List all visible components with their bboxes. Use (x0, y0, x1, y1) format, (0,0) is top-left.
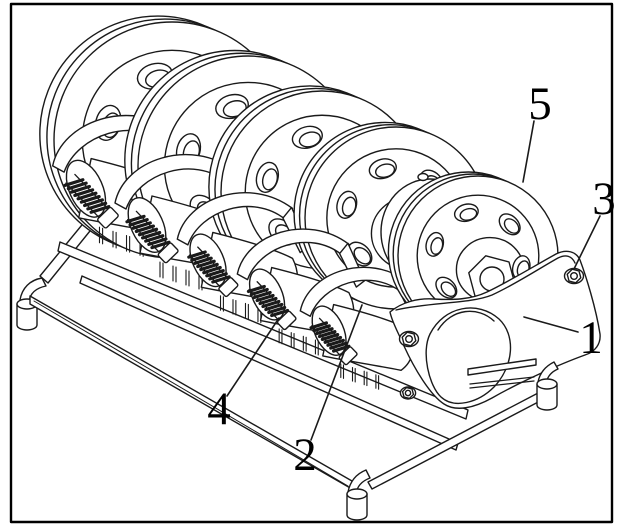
side-bolt-lower (399, 386, 417, 400)
base-frame (16, 220, 468, 489)
side-bolt-right (563, 267, 585, 285)
leader-line-5 (523, 121, 534, 182)
leader-line-2 (311, 305, 362, 440)
leader-line-4 (227, 318, 279, 396)
part-label-3: 3 (592, 173, 616, 225)
part-label-1: 1 (579, 312, 603, 364)
figure-border (11, 4, 612, 522)
roller-guard-shoe (426, 308, 510, 403)
part-label-2: 2 (293, 429, 317, 481)
part-label-4: 4 (207, 383, 231, 435)
leader-line-1 (524, 317, 578, 332)
side-bolt-left (398, 330, 420, 348)
roller-disc-assembly (39, 15, 559, 391)
part-labels: 1 2 3 4 5 (207, 78, 616, 481)
leader-line-3 (574, 216, 600, 269)
leader-lines (227, 121, 600, 440)
base-frame-front (346, 359, 558, 521)
part-label-5: 5 (528, 78, 552, 130)
